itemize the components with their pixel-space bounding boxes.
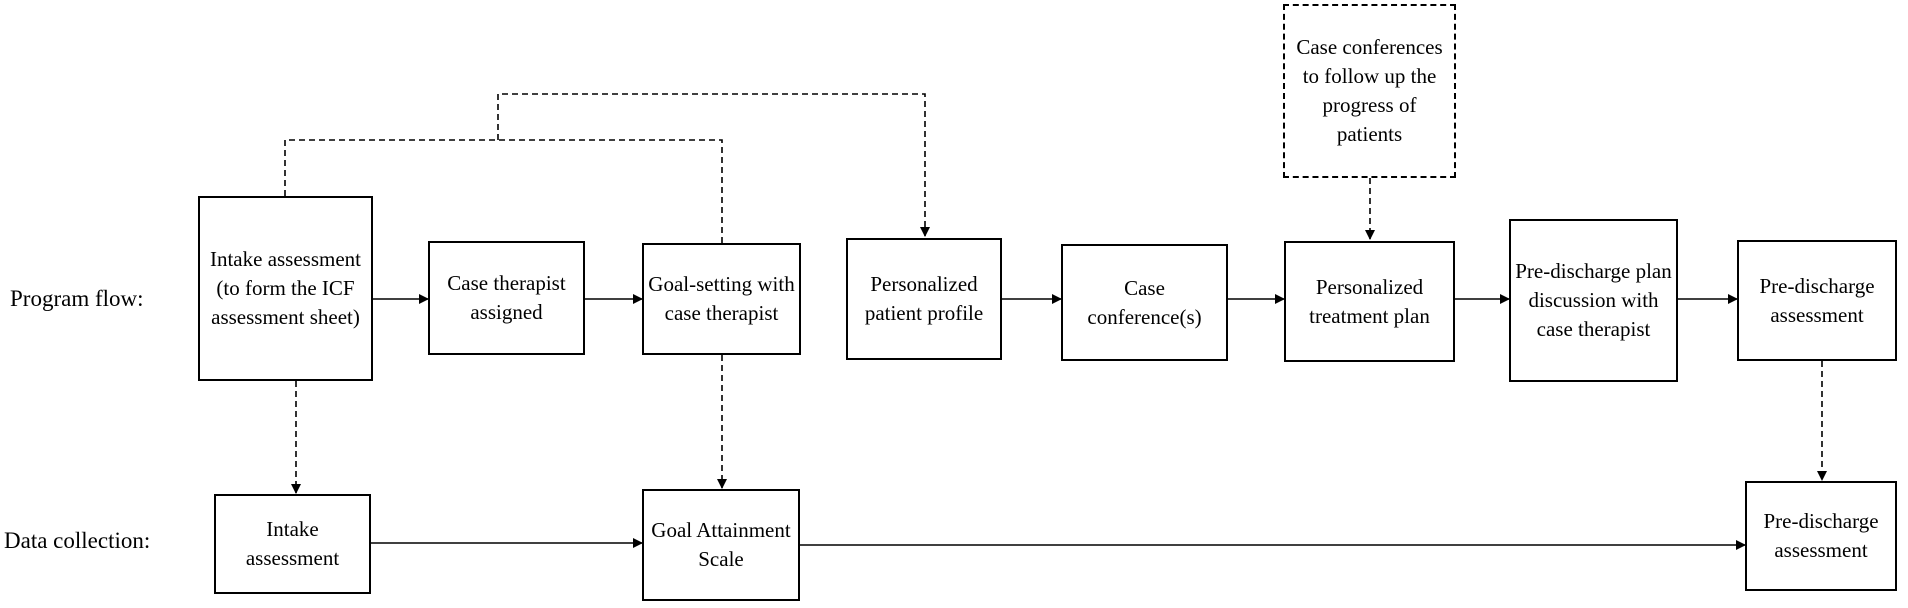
dashed-link-to-profile xyxy=(497,93,930,237)
node-case-therapist-assigned: Case therapist assigned xyxy=(428,241,585,355)
row-label-program-flow: Program flow: xyxy=(10,286,144,311)
node-goal-attainment-scale: Goal Attainment Scale xyxy=(642,489,800,601)
node-pre-discharge-assessment-flow: Pre-discharge assessment xyxy=(1737,240,1897,361)
node-personalized-profile: Personalized patient profile xyxy=(846,238,1002,360)
node-pre-discharge-plan-discussion: Pre-discharge plan discussion with case … xyxy=(1509,219,1678,382)
node-personalized-treatment-plan: Personalized treatment plan xyxy=(1284,241,1455,362)
node-goal-setting: Goal-setting with case therapist xyxy=(642,243,801,355)
node-case-conferences: Case conference(s) xyxy=(1061,244,1228,361)
dashed-bracket-intake-goal xyxy=(284,139,723,243)
node-pre-discharge-assessment-data: Pre-discharge assessment xyxy=(1745,481,1897,591)
node-intake-assessment: Intake assessment (to form the ICF asses… xyxy=(198,196,373,381)
row-label-data-collection: Data collection: xyxy=(4,528,151,553)
node-follow-up-case-conferences: Case conferences to follow up the progre… xyxy=(1283,4,1456,178)
node-intake-assessment-data: Intake assessment xyxy=(214,494,371,594)
